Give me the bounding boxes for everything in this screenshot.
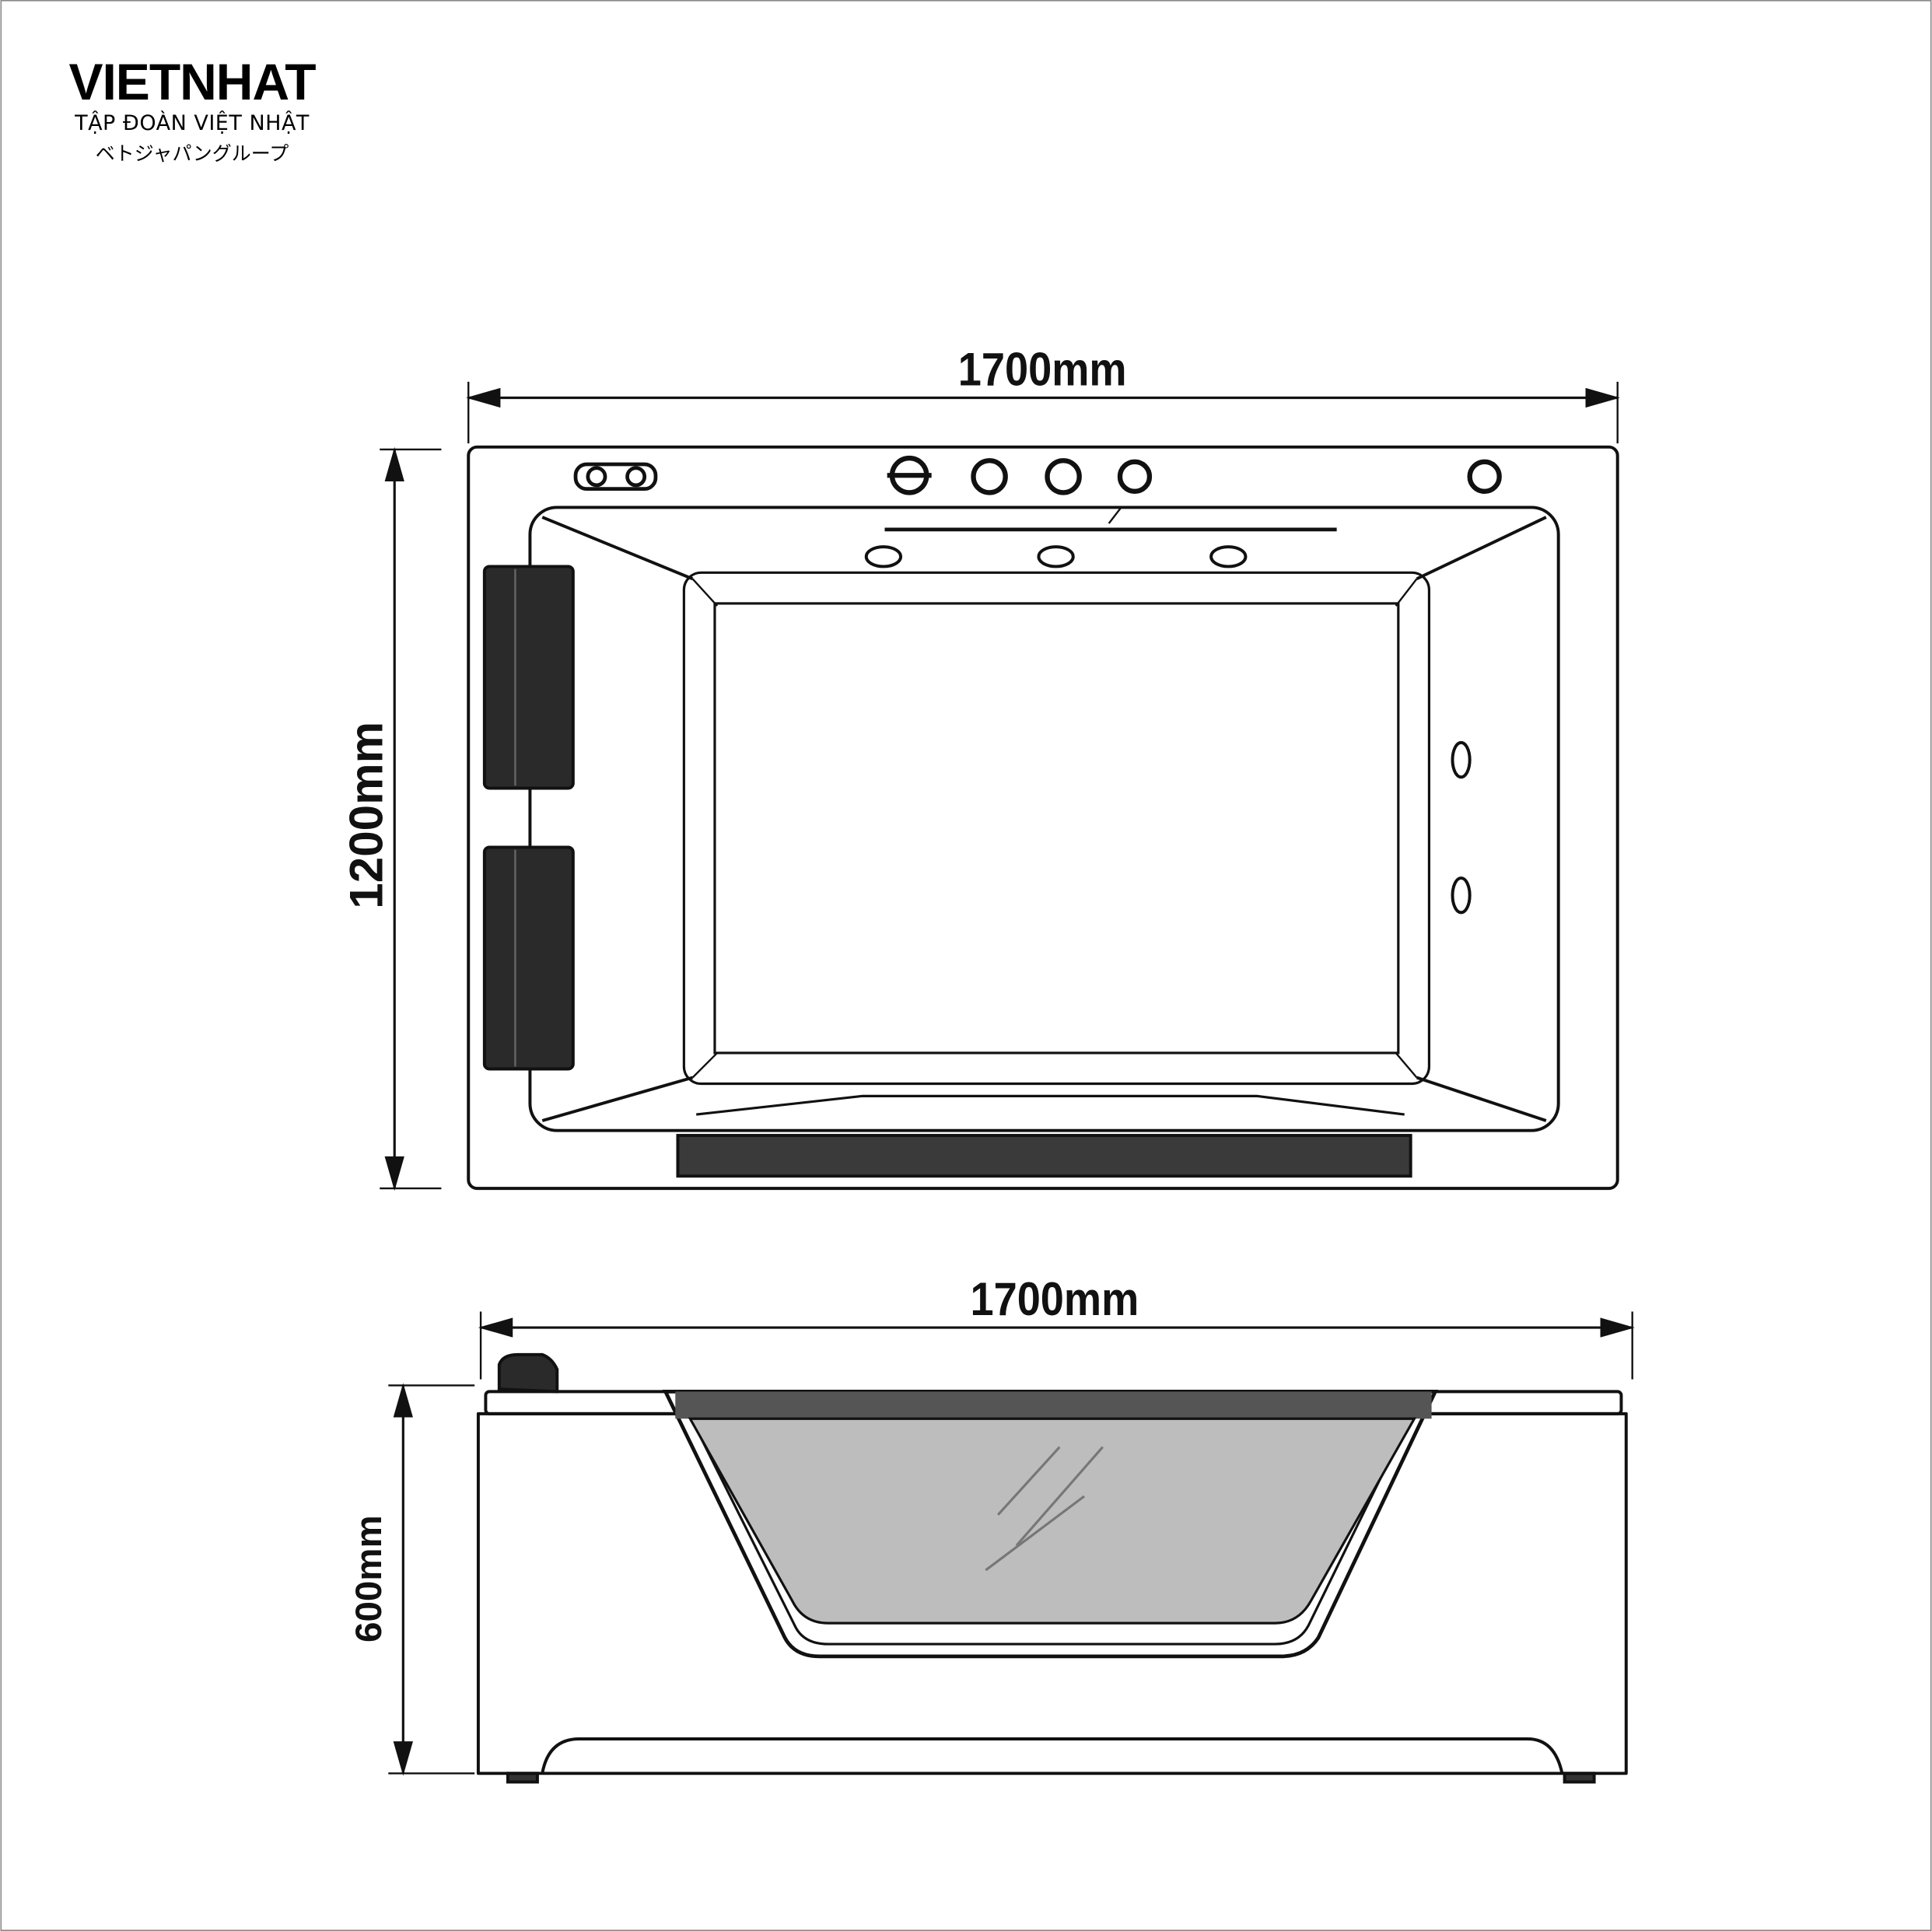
jet-icon xyxy=(1451,740,1472,779)
side-view xyxy=(388,1311,1635,1784)
knob-icon xyxy=(971,458,1008,495)
glass-reflection-lines xyxy=(985,1446,1104,1572)
knob-icon xyxy=(1117,459,1153,495)
side-headrest xyxy=(497,1352,559,1394)
tub-floor-inner xyxy=(713,602,1400,1055)
top-depth-label: 1200mm xyxy=(340,722,392,909)
tub-outer-rim xyxy=(467,445,1619,1191)
shower-holder-icon xyxy=(573,462,658,491)
jet-icon xyxy=(1451,876,1472,915)
knob-icon xyxy=(1045,458,1082,495)
base-plinth xyxy=(541,1737,1564,1774)
logo-brand: VIETNHAT xyxy=(68,53,316,110)
tub-floor-outer xyxy=(682,571,1430,1086)
glass-window-frame-inner xyxy=(678,1395,1423,1646)
jet-icons xyxy=(864,545,1472,915)
top-view xyxy=(380,381,1620,1191)
headrest-upper xyxy=(482,565,575,790)
jet-icon xyxy=(864,545,903,568)
jet-icon xyxy=(1037,545,1075,568)
side-width-label: 1700mm xyxy=(970,1274,1139,1326)
foot-left xyxy=(506,1772,539,1784)
foot-right xyxy=(1563,1772,1596,1784)
logo-subtitle: TẬP ĐOÀN VIỆT NHẬT xyxy=(75,111,310,135)
front-glass-bar xyxy=(676,1134,1412,1178)
headrest-lower xyxy=(482,845,575,1071)
side-height-label: 600mm xyxy=(348,1515,390,1642)
brand-logo: VIETNHAT TẬP ĐOÀN VIỆT NHẬT ベトジャパングループ xyxy=(56,54,328,170)
top-width-label: 1700mm xyxy=(958,344,1127,396)
logo-japanese: ベトジャパングループ xyxy=(95,142,289,165)
jet-icon xyxy=(1209,545,1248,568)
control-knobs xyxy=(887,455,1502,495)
tub-inner-outline xyxy=(528,505,1560,1132)
knob-icon xyxy=(1467,459,1502,495)
